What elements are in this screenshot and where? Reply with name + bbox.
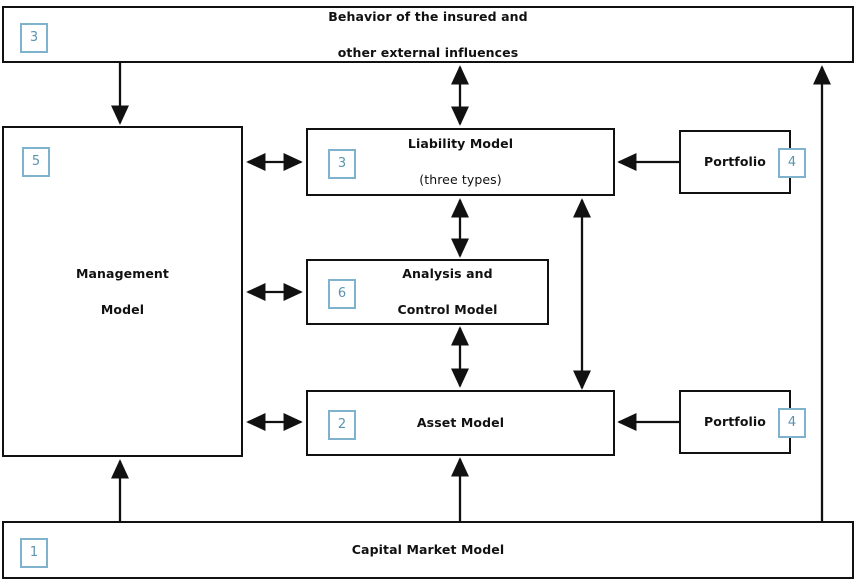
node-capital-market-label: Capital Market Model [4, 523, 852, 577]
node-liability-line1: Liability Model [407, 136, 514, 151]
node-capital-market-model[interactable]: 1 Capital Market Model [2, 521, 854, 579]
node-asset-line1: Asset Model [416, 415, 505, 430]
node-management-model[interactable]: 5 Management Model [2, 126, 243, 457]
node-portfolio-top[interactable]: Portfolio [679, 130, 791, 194]
badge-management: 5 [22, 147, 50, 177]
node-behavior-label: Behavior of the insured and other extern… [4, 0, 852, 80]
node-liability-model[interactable]: 3 Liability Model (three types) [306, 128, 615, 196]
badge-analysis: 6 [328, 279, 356, 309]
node-analysis-line2: Control Model [397, 302, 498, 317]
node-liability-label: Liability Model (three types) [308, 117, 613, 207]
badge-behavior: 3 [20, 23, 48, 53]
node-portfolio-bottom[interactable]: Portfolio [679, 390, 791, 454]
node-analysis-control-model[interactable]: 6 Analysis and Control Model [306, 259, 549, 325]
node-asset-label: Asset Model [308, 396, 613, 450]
badge-portfolio-top: 4 [778, 148, 806, 178]
node-management-label: Management Model [4, 247, 241, 337]
node-portfolio-top-label: Portfolio [681, 135, 789, 189]
node-capital-market-line1: Capital Market Model [351, 542, 505, 557]
node-behavior-of-insured[interactable]: 3 Behavior of the insured and other exte… [2, 6, 854, 63]
node-portfolio-bottom-line1: Portfolio [704, 414, 766, 429]
badge-liability: 3 [328, 149, 356, 179]
node-portfolio-bottom-label: Portfolio [681, 395, 789, 449]
node-portfolio-top-line1: Portfolio [704, 154, 766, 169]
node-analysis-label: Analysis and Control Model [308, 247, 547, 337]
node-management-line2: Model [100, 301, 145, 317]
node-liability-line2: (three types) [419, 172, 502, 187]
badge-capital-market: 1 [20, 538, 48, 568]
node-management-line1: Management [75, 265, 169, 281]
node-behavior-line2: other external influences [337, 44, 519, 60]
node-behavior-line1: Behavior of the insured and [328, 8, 528, 24]
badge-portfolio-bottom: 4 [778, 408, 806, 438]
node-analysis-line1: Analysis and [402, 266, 493, 281]
badge-asset: 2 [328, 410, 356, 440]
node-asset-model[interactable]: 2 Asset Model [306, 390, 615, 456]
